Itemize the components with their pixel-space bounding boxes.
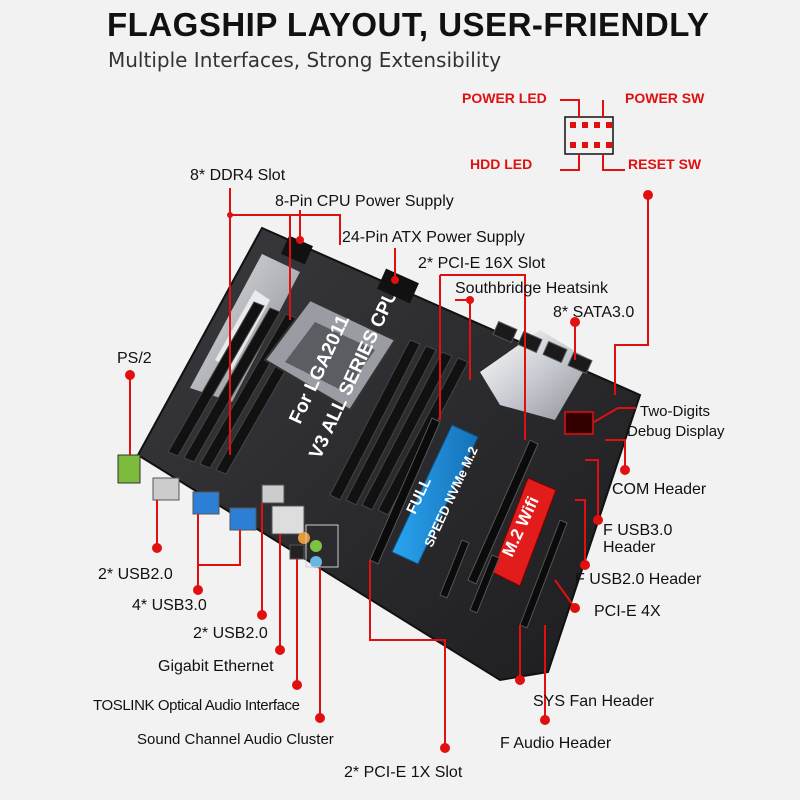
reset-sw-label: RESET SW [628, 156, 702, 172]
m2-wifi-slot [491, 477, 557, 587]
ethernet-port [271, 505, 305, 535]
com-label: COM Header [612, 481, 707, 498]
nvme-m2-slot [391, 424, 479, 565]
usb2-ports-b [261, 484, 285, 504]
sysfan-label: SYS Fan Header [533, 693, 654, 710]
faudio-label: F Audio Header [500, 735, 612, 752]
sata-label: 8* SATA3.0 [553, 304, 635, 321]
pcie1-slot-a [439, 539, 470, 599]
ethernet-label: Gigabit Ethernet [158, 658, 274, 675]
ps2-port [117, 454, 141, 484]
audio-label: Sound Channel Audio Cluster [137, 731, 334, 748]
debug-label-line1: Two-Digits [640, 403, 711, 420]
debug-display [564, 411, 594, 435]
ddr4-label: 8* DDR4 Slot [190, 167, 286, 184]
fusb2-label: F USB2.0 Header [575, 571, 702, 588]
fusb3-label-line2: Header [603, 539, 656, 556]
debug-label-line2: Debug Display [627, 423, 725, 440]
ddr4-slots-right [329, 339, 469, 516]
atx-power-label: 24-Pin ATX Power Supply [342, 229, 525, 246]
usb3-label: 4* USB3.0 [132, 597, 207, 614]
usb3-ports-b [229, 507, 257, 531]
usb2-ports-a [152, 477, 180, 501]
pcie16-slots [369, 417, 539, 585]
pcie1-slot-b [469, 554, 500, 614]
page-title: FLAGSHIP LAYOUT, USER-FRIENDLY [107, 6, 710, 43]
audio-cluster [298, 524, 339, 568]
usb3-ports-a [192, 491, 220, 515]
rear-io [117, 454, 339, 568]
callout-dots [125, 190, 653, 753]
hdd-led-label: HDD LED [470, 156, 533, 172]
southbridge-label: Southbridge Heatsink [455, 280, 608, 297]
pcie16-label: 2* PCI-E 16X Slot [418, 255, 546, 272]
power-led-label: POWER LED [462, 90, 547, 106]
usb2-a-label: 2* USB2.0 [98, 566, 173, 583]
power-sw-label: POWER SW [625, 90, 705, 106]
cpu-power-label: 8-Pin CPU Power Supply [275, 193, 454, 210]
pcie4-slot [519, 519, 568, 629]
atx-power-connector [377, 268, 419, 304]
pcie1-label: 2* PCI-E 1X Slot [344, 764, 463, 781]
front-panel-header [560, 99, 625, 171]
usb2-b-label: 2* USB2.0 [193, 625, 268, 642]
ps2-label: PS/2 [117, 350, 152, 367]
toslink-port [289, 544, 305, 560]
cpu-socket [263, 298, 397, 412]
pcie4-label: PCI-E 4X [594, 603, 661, 620]
page-subtitle: Multiple Interfaces, Strong Extensibilit… [108, 48, 502, 72]
fusb3-label-line1: F USB3.0 [603, 522, 673, 539]
callout-lines [129, 188, 649, 748]
toslink-label: TOSLINK Optical Audio Interface [93, 697, 300, 714]
